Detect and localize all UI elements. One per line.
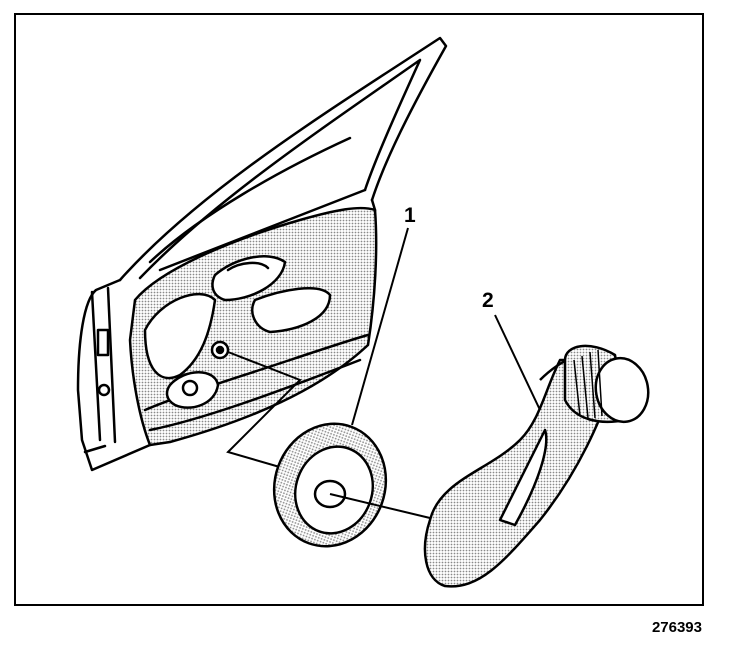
callout-1-label: 1 [404, 204, 416, 227]
door-panel-icon [76, 36, 448, 472]
window-crank-handle-icon [423, 344, 650, 588]
callout-2-leader [494, 314, 541, 411]
figure-number: 276393 [651, 619, 702, 636]
escutcheon-washer-icon [272, 422, 388, 548]
projection-lines [226, 351, 302, 471]
callout-1-leader [351, 227, 409, 426]
callout-2-label: 2 [482, 289, 494, 312]
assembly-axis-line [329, 493, 431, 519]
